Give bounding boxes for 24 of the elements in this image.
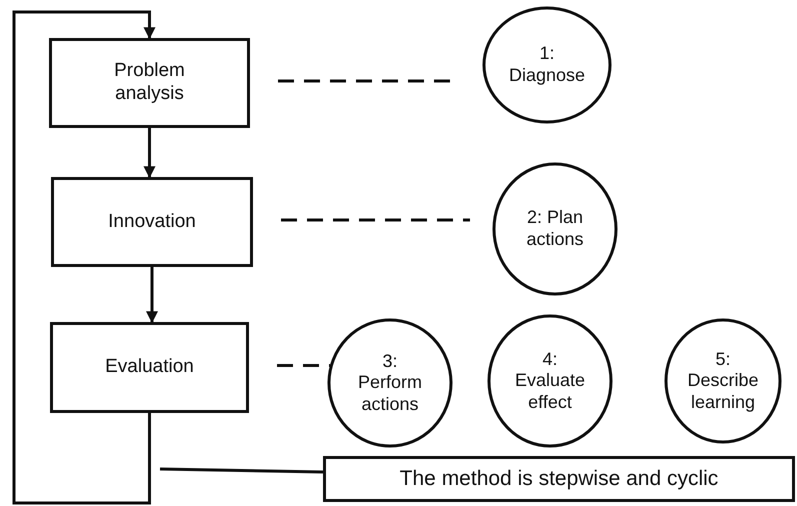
step-circle [664,318,782,444]
step-circle [327,318,453,448]
process-box [50,322,249,413]
node-label: 5: Describe learning [686,348,760,414]
dashed-connector [281,218,470,222]
leader-line [160,468,324,474]
arrow [12,10,156,504]
step-circle [492,162,618,296]
arrow [144,128,156,178]
node-label: Innovation [108,210,196,234]
node-label: Evaluation [105,356,194,379]
node-label: The method is stepwise and cyclic [400,466,718,492]
node-label: 1: Diagnose [508,43,586,87]
dashed-connector [277,364,330,367]
node-label: Problem analysis [113,60,186,106]
step-circle [482,6,612,124]
arrow [146,267,158,324]
process-box [51,177,253,267]
process-box [49,38,250,128]
step-circle [487,314,613,448]
callout-box [323,456,795,502]
node-label: 3: Perform actions [356,350,423,416]
node-label: 4: Evaluate effect [514,348,586,414]
node-label: 2: Plan actions [525,207,585,251]
